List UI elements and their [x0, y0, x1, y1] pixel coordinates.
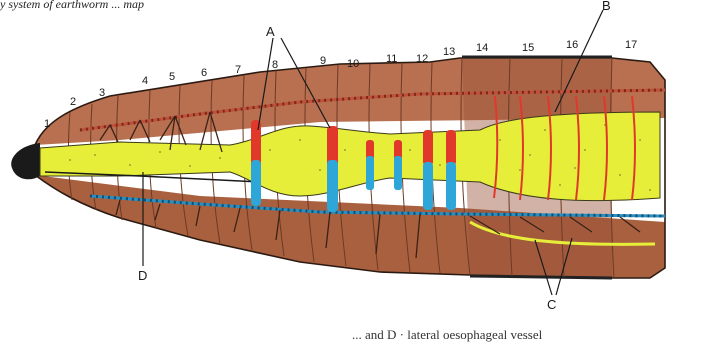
- heart: [327, 126, 338, 212]
- segment-number: 13: [443, 46, 455, 58]
- heart: [251, 120, 261, 206]
- segment-number: 4: [142, 75, 148, 87]
- clitellum-bottom-edge: [470, 276, 612, 278]
- segment-number: 11: [386, 53, 397, 65]
- heart: [446, 130, 456, 210]
- segment-number: 7: [235, 64, 241, 76]
- segment-number: 2: [70, 96, 76, 108]
- segment-number: 3: [99, 87, 105, 99]
- segment-number: 15: [522, 42, 534, 54]
- segment-number: 16: [566, 39, 578, 51]
- segment-number: 14: [476, 42, 488, 54]
- segment-number: 17: [625, 39, 637, 51]
- segment-number: 5: [169, 71, 175, 83]
- heart: [423, 130, 433, 210]
- segment-number: 9: [320, 55, 326, 67]
- callout-a-label: A: [266, 24, 275, 39]
- segment-number: 1: [44, 118, 50, 130]
- segment-number: 10: [347, 58, 359, 70]
- prostomium: [11, 143, 40, 179]
- segment-number: 8: [272, 59, 278, 71]
- heart: [366, 140, 374, 190]
- callout-c-label: C: [547, 297, 556, 312]
- segment-number: 12: [416, 53, 428, 65]
- callout-b-label: B: [602, 0, 611, 13]
- heart: [394, 140, 402, 190]
- callout-d-label: D: [138, 268, 147, 283]
- segment-number: 6: [201, 67, 207, 79]
